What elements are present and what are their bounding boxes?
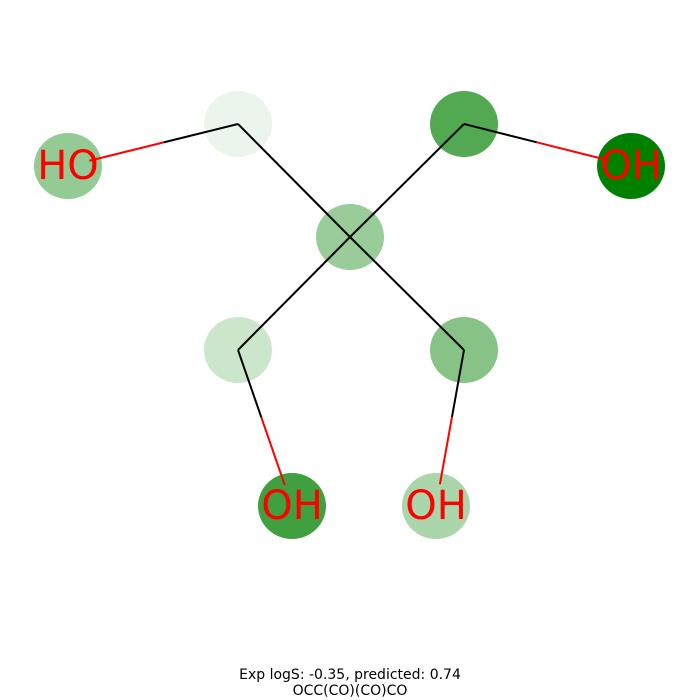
bond-2-half-b (293, 179, 351, 238)
bond-4-half-a (463, 123, 538, 144)
atom-label-o4: OH (405, 483, 467, 529)
bond-5-half-b (237, 292, 295, 351)
atom-label-o2: OH (600, 143, 662, 189)
bond-7-half-b (406, 292, 465, 351)
atom-highlight-layer (34, 91, 665, 539)
caption-smiles: OCC(CO)(CO)CO (292, 683, 408, 699)
bond-7-half-a (349, 236, 408, 295)
bond-4-half-b (536, 141, 610, 162)
bond-8-half-a (450, 349, 465, 418)
caption-experiment-prediction: Exp logS: -0.35, predicted: 0.74 (239, 667, 461, 683)
bond-6-half-b (260, 417, 286, 486)
atom-label-o1: HO (37, 143, 99, 189)
atom-label-layer: HO OH OH OH (37, 143, 662, 529)
atom-highlight-o1 (34, 133, 102, 199)
atom-highlight-o3 (258, 473, 326, 539)
bond-3-half-b (406, 123, 465, 182)
bond-1-half-b (163, 123, 239, 144)
bond-3-half-a (349, 179, 408, 238)
bond-5-half-a (293, 236, 351, 295)
bond-layer (89, 123, 610, 486)
bond-8-half-b (438, 416, 453, 485)
atom-label-o3: OH (261, 483, 323, 529)
bond-2-half-a (237, 123, 295, 182)
atom-highlight-o4 (402, 473, 470, 539)
bond-6-half-a (237, 349, 263, 418)
atom-highlight-o2 (597, 133, 665, 199)
bond-1-half-a (89, 141, 164, 162)
